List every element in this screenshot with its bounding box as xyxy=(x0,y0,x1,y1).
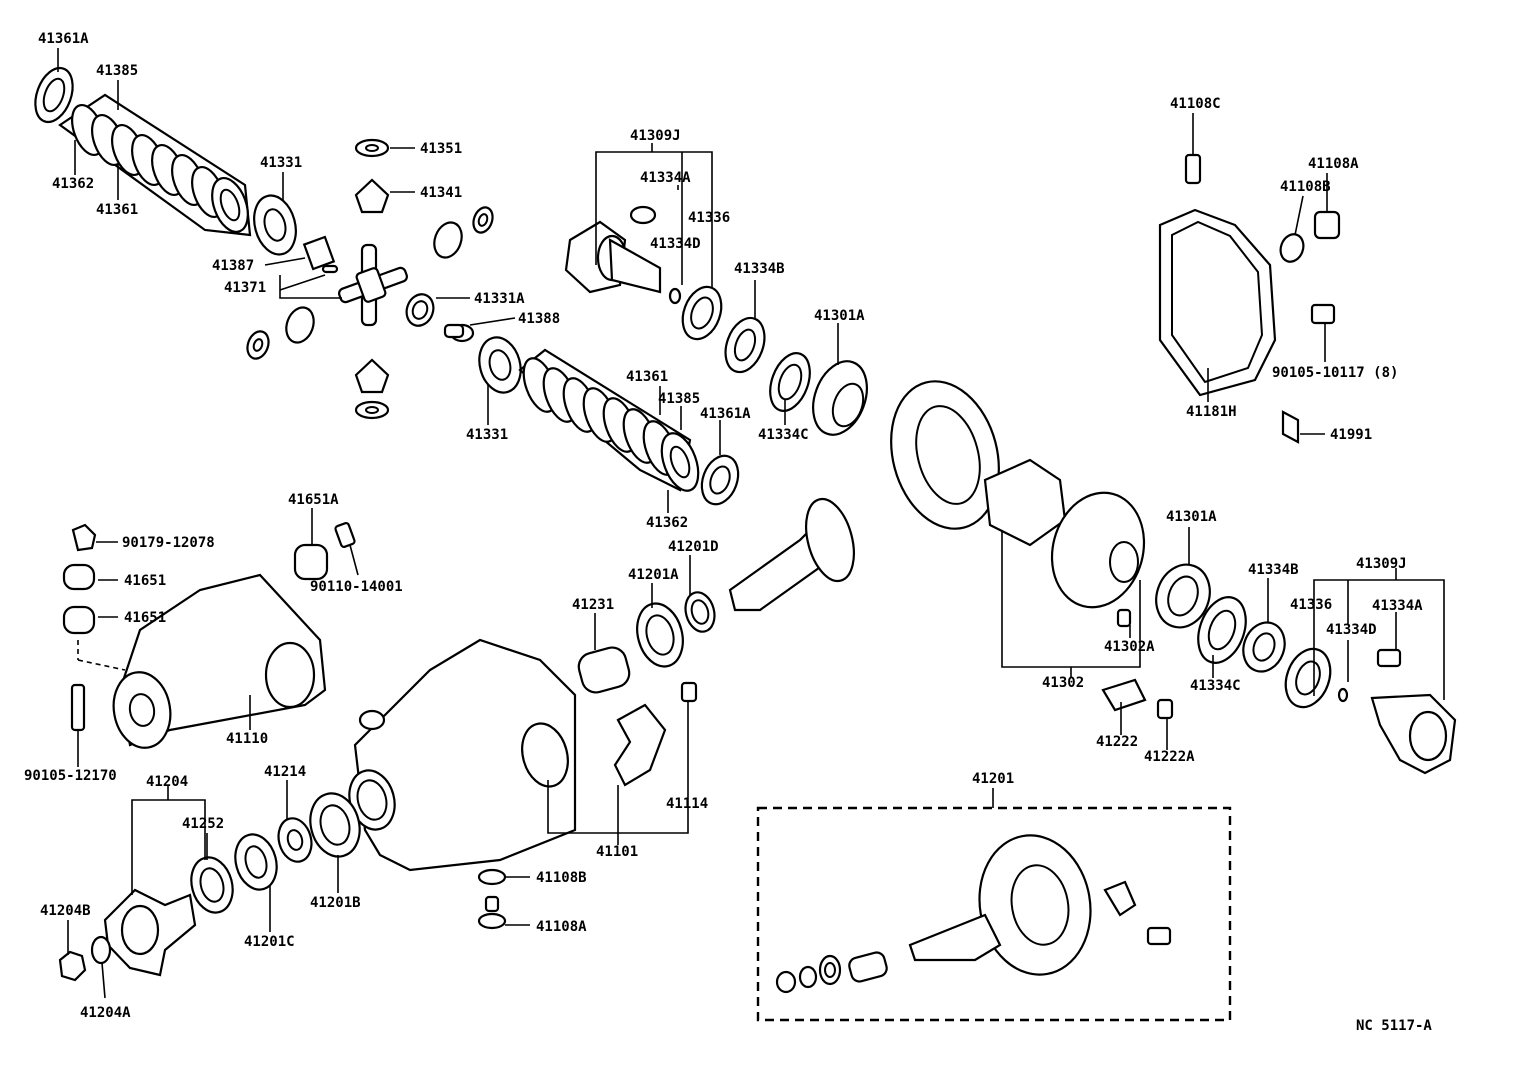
part-label: 41651A xyxy=(288,492,339,508)
part-label: 90179-12078 xyxy=(122,535,215,551)
part-label: 41301A xyxy=(1166,509,1217,525)
part-label: 41201D xyxy=(668,539,719,555)
part-label: 41388 xyxy=(518,311,560,327)
kit-box-41201 xyxy=(756,806,1232,1022)
part-label: 41231 xyxy=(572,597,614,613)
part-label: 41108B xyxy=(536,870,587,886)
part-label: 41361A xyxy=(38,31,89,47)
part-label: 41361 xyxy=(96,202,138,218)
part-label: 41302A xyxy=(1104,639,1155,655)
part-label: 41336 xyxy=(688,210,730,226)
leader-lines xyxy=(57,48,1445,999)
diagram-code: NC 5117-A xyxy=(1356,1018,1432,1034)
part-label: 41334C xyxy=(758,427,809,443)
pinion-and-bearings xyxy=(577,497,855,694)
part-label: 41309J xyxy=(630,128,681,144)
part-label: 41651 xyxy=(124,610,166,626)
part-label: 41334D xyxy=(650,236,701,252)
part-label: 41334A xyxy=(1372,598,1423,614)
part-labels: 41361A 41385 41362 41361 41331 41351 413… xyxy=(24,31,1432,1034)
part-label: 41181H xyxy=(1186,404,1237,420)
part-label: 41204A xyxy=(80,1005,131,1021)
part-label: 41385 xyxy=(96,63,138,79)
part-label: 41204 xyxy=(146,774,188,790)
side-flange-lower xyxy=(1370,648,1457,775)
part-drawings xyxy=(34,66,1457,1022)
part-label: 41204B xyxy=(40,903,91,919)
part-label: 41651 xyxy=(124,573,166,589)
part-label: 41351 xyxy=(420,141,462,157)
rear-cover xyxy=(1158,153,1341,444)
carrier-housing-main xyxy=(348,638,698,872)
part-label: 41214 xyxy=(264,764,306,780)
part-label: 41334D xyxy=(1326,622,1377,638)
part-label: 41201B xyxy=(310,895,361,911)
part-label: 41334A xyxy=(640,170,691,186)
part-label: 41114 xyxy=(666,796,708,812)
part-label: 41222A xyxy=(1144,749,1195,765)
part-label: 41108A xyxy=(1308,156,1359,172)
part-label: 41387 xyxy=(212,258,254,274)
part-label: 41101 xyxy=(596,844,638,860)
companion-flange-group xyxy=(58,792,507,982)
part-label: 41222 xyxy=(1096,734,1138,750)
part-label: 41201C xyxy=(244,934,295,950)
part-label: 41108A xyxy=(536,919,587,935)
part-label: 41331 xyxy=(466,427,508,443)
part-label: 41331 xyxy=(260,155,302,171)
part-label: 41108C xyxy=(1170,96,1221,112)
clutch-pack-middle xyxy=(478,336,740,506)
part-label: 41362 xyxy=(646,515,688,531)
part-label: 90105-10117 (8) xyxy=(1272,365,1398,381)
part-label: 90110-14001 xyxy=(310,579,403,595)
part-label: 41362 xyxy=(52,176,94,192)
part-label: 41371 xyxy=(224,280,266,296)
spider-gear-set xyxy=(246,138,494,420)
part-label: 41334B xyxy=(1248,562,1299,578)
part-label: 41336 xyxy=(1290,597,1332,613)
part-label: 41991 xyxy=(1330,427,1372,443)
part-label: 41110 xyxy=(226,731,268,747)
part-label: 41201 xyxy=(972,771,1014,787)
part-label: 41301A xyxy=(814,308,865,324)
part-label: 41334C xyxy=(1190,678,1241,694)
part-label: 41201A xyxy=(628,567,679,583)
part-label: 41309J xyxy=(1356,556,1407,572)
clutch-pack-upper-left xyxy=(34,66,297,256)
ring-gear-and-case xyxy=(890,380,1349,720)
part-label: 41361 xyxy=(626,369,668,385)
part-label: 41341 xyxy=(420,185,462,201)
part-label: 41334B xyxy=(734,261,785,277)
part-label: 41302 xyxy=(1042,675,1084,691)
part-label: 41108B xyxy=(1280,179,1331,195)
part-label: 41252 xyxy=(182,816,224,832)
carrier-assembly-left xyxy=(62,522,356,749)
part-label: 90105-12170 xyxy=(24,768,117,784)
part-label: 41361A xyxy=(700,406,751,422)
part-label: 41385 xyxy=(658,391,700,407)
side-flange-upper xyxy=(564,205,868,436)
part-label: 41331A xyxy=(474,291,525,307)
